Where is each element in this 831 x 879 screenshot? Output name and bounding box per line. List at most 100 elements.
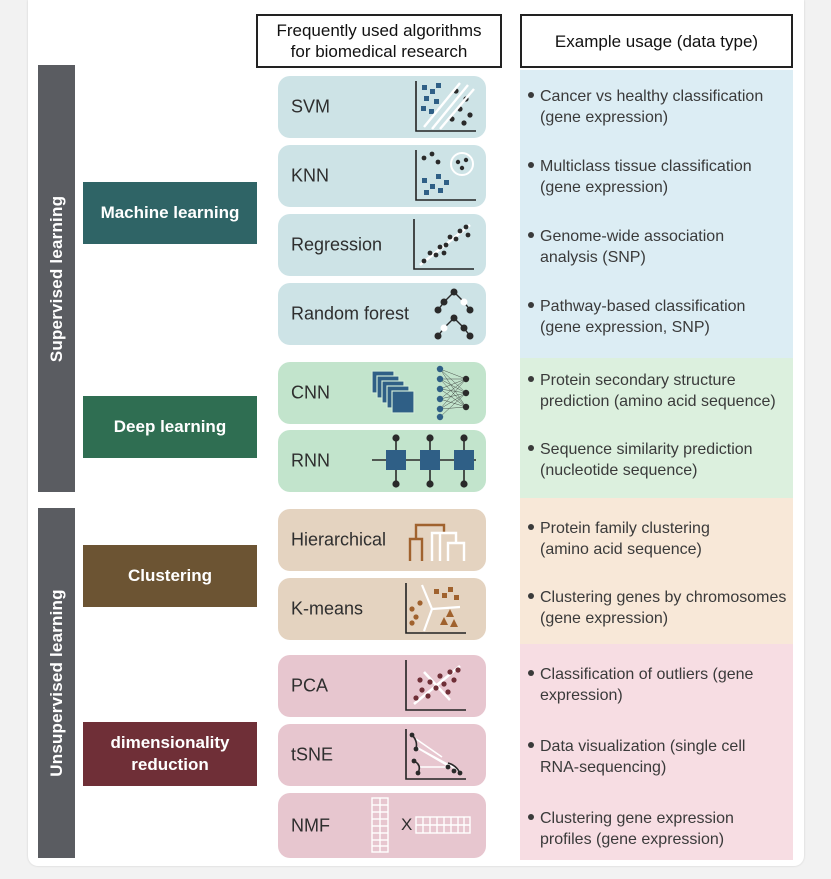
unsupervised-learning-bar: Unsupervised learning	[38, 508, 75, 858]
usage-line2: (amino acid sequence)	[540, 541, 702, 558]
usage-item-tsne: Data visualization (single cell RNA-sequ…	[526, 736, 791, 778]
algo-rnn-label: RNN	[291, 450, 330, 471]
rnn-icon	[372, 434, 476, 488]
usage-line1: Sequence similarity prediction	[540, 441, 753, 458]
usage-item-cnn: Protein secondary structure prediction (…	[526, 370, 791, 412]
algo-knn: KNN	[278, 145, 486, 207]
bullet-dot	[528, 524, 534, 530]
usage-line2: (gene expression)	[540, 109, 669, 126]
algo-cnn: CNN	[278, 362, 486, 424]
deep-learning-category: Deep learning	[83, 396, 257, 458]
algo-svm: SVM	[278, 76, 486, 138]
algo-regression: Regression	[278, 214, 486, 276]
matrix-factorization-icon	[371, 797, 471, 853]
bullet-dot	[528, 92, 534, 98]
usage-line1: Multiclass tissue classification	[540, 158, 752, 175]
supervised-learning-bar: Supervised learning	[38, 65, 75, 492]
usage-line1: Protein secondary structure	[540, 372, 736, 389]
algo-regression-label: Regression	[291, 234, 383, 255]
unsupervised-learning-label: Unsupervised learning	[46, 589, 66, 777]
clustering-usage-zone	[520, 498, 793, 644]
ml-usage-zone	[520, 70, 793, 358]
bullet-dot	[528, 302, 534, 308]
algo-random-forest-label: Random forest	[291, 303, 410, 324]
deep-learning-label: Deep learning	[113, 417, 227, 436]
algo-svm-label: SVM	[291, 96, 331, 117]
bullet-dot	[528, 593, 534, 599]
algo-hierarchical-label: Hierarchical	[291, 529, 387, 550]
algorithms-header-line2: for biomedical research	[290, 42, 468, 61]
tsne-icon	[405, 729, 466, 780]
algo-hierarchical: Hierarchical	[278, 509, 486, 571]
algo-pca-label: PCA	[291, 675, 329, 696]
dimred-label-line1: dimensionality	[110, 733, 230, 752]
svm-icon	[415, 81, 476, 132]
algo-kmeans: K-means	[278, 578, 486, 640]
knn-icon	[415, 150, 476, 201]
random-forest-icon	[434, 288, 474, 340]
algo-nmf: NMF X	[278, 793, 486, 858]
algo-nmf-label: NMF	[291, 815, 330, 835]
kmeans-icon	[405, 583, 466, 634]
bullet-dot	[528, 445, 534, 451]
dendrogram-icon	[408, 523, 466, 561]
algo-tsne-label: tSNE	[291, 744, 334, 765]
usage-line2: (nucleotide sequence)	[540, 462, 698, 479]
usage-line1: Pathway-based classification	[540, 298, 746, 315]
usage-line2: (gene expression, SNP)	[540, 319, 710, 336]
algo-cnn-label: CNN	[291, 382, 330, 403]
usage-item-random-forest: Pathway-based classification (gene expre…	[526, 296, 791, 338]
clustering-label: Clustering	[127, 566, 213, 585]
usage-line1: Genome-wide association	[540, 228, 725, 245]
algorithms-header: Frequently used algorithms for biomedica…	[256, 14, 502, 68]
usage-line2: RNA-sequencing)	[540, 759, 667, 776]
usage-line1: Clustering genes by chromosomes	[540, 589, 787, 606]
dimred-usage-zone	[520, 644, 793, 860]
usage-item-nmf: Clustering gene expression profiles (gen…	[526, 808, 791, 850]
usage-header: Example usage (data type)	[520, 14, 793, 68]
usage-line2: profiles (gene expression)	[540, 831, 725, 848]
usage-line2: (gene expression)	[540, 179, 669, 196]
algo-pca: PCA	[278, 655, 486, 717]
bullet-dot	[528, 232, 534, 238]
algo-tsne: tSNE	[278, 724, 486, 786]
algo-rnn: RNN	[278, 430, 486, 492]
usage-item-rnn: Sequence similarity prediction (nucleoti…	[526, 439, 791, 481]
dimred-label-line2: reduction	[131, 755, 209, 774]
pca-icon	[405, 660, 466, 711]
algorithms-header-line1: Frequently used algorithms	[276, 21, 482, 40]
usage-line2: prediction (amino acid sequence)	[540, 393, 776, 410]
algo-kmeans-label: K-means	[291, 598, 364, 619]
cnn-icon	[371, 365, 470, 421]
bullet-dot	[528, 814, 534, 820]
usage-line1: Protein family clustering	[540, 520, 710, 537]
dimensionality-reduction-category: dimensionality reduction	[83, 722, 257, 786]
usage-line2: (gene expression)	[540, 610, 669, 627]
usage-line2: analysis (SNP)	[540, 249, 646, 266]
usage-line2: expression)	[540, 687, 623, 704]
bullet-dot	[528, 742, 534, 748]
bullet-dot	[528, 376, 534, 382]
usage-item-kmeans: Clustering genes by chromosomes (gene ex…	[526, 587, 791, 629]
machine-learning-label: Machine learning	[100, 203, 240, 222]
bullet-dot	[528, 670, 534, 676]
algo-random-forest: Random forest	[278, 283, 486, 345]
usage-line1: Cancer vs healthy classification	[540, 88, 764, 105]
usage-line1: Classification of outliers (gene	[540, 666, 754, 683]
usage-line1: Data visualization (single cell	[540, 738, 746, 755]
dl-usage-zone	[520, 358, 793, 498]
supervised-learning-label: Supervised learning	[46, 195, 66, 362]
usage-line1: Clustering gene expression	[540, 810, 734, 827]
nmf-multiply-operator: X	[401, 815, 413, 834]
usage-item-hierarchical: Protein family clustering (amino acid se…	[526, 518, 791, 560]
clustering-category: Clustering	[83, 545, 257, 607]
machine-learning-category: Machine learning	[83, 182, 257, 244]
regression-icon	[413, 219, 474, 270]
usage-header-text: Example usage (data type)	[554, 31, 759, 51]
algo-knn-label: KNN	[291, 165, 330, 186]
usage-item-svm: Cancer vs healthy classification (gene e…	[526, 86, 791, 128]
usage-item-pca: Classification of outliers (gene express…	[526, 664, 791, 706]
usage-item-regression: Genome-wide association analysis (SNP)	[526, 226, 791, 268]
usage-item-knn: Multiclass tissue classification (gene e…	[526, 156, 791, 198]
bullet-dot	[528, 162, 534, 168]
